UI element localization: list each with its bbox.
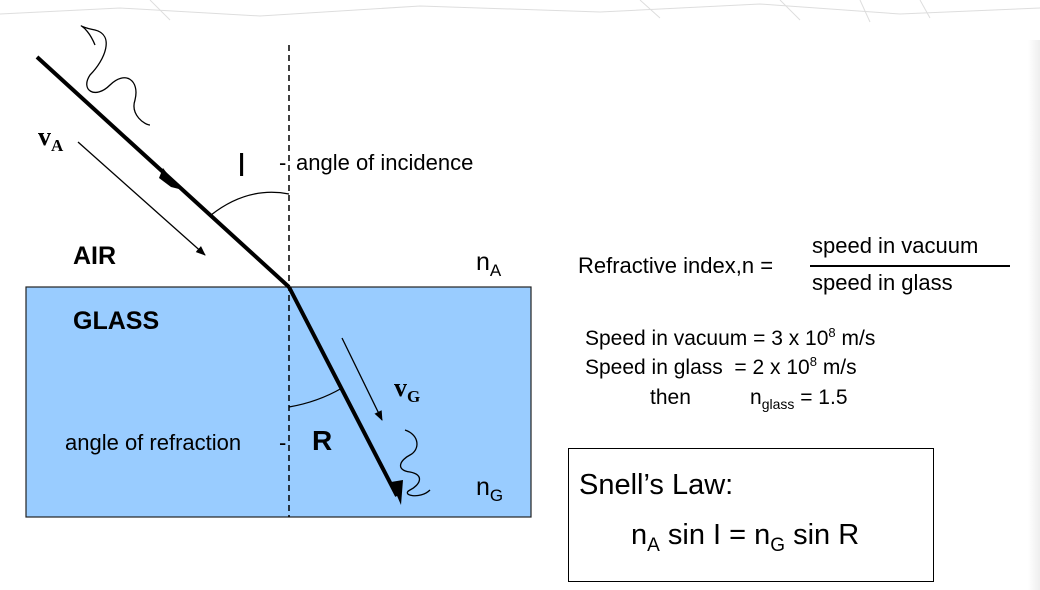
index-air-label: nA: [476, 248, 502, 280]
velocity-glass-arrow: [341, 337, 383, 421]
refracted-ray: [287, 286, 399, 497]
glass-label: GLASS: [73, 307, 160, 335]
index-glass-label: nG: [476, 473, 504, 505]
refraction-dash: -: [279, 430, 287, 455]
incident-wave-squiggle: [80, 25, 151, 126]
snells-law-title: Snell’s Law:: [579, 469, 734, 501]
incidence-angle-label: angle of incidence: [296, 150, 474, 175]
definition-fraction-bar: [810, 265, 1010, 267]
refraction-angle-symbol: R: [312, 425, 333, 456]
glass-block: [25, 286, 532, 518]
refracted-ray-arrow: [391, 480, 403, 505]
snells-law-box: Snell’s Law: nA sin I = nG sin R: [568, 448, 934, 582]
speed-vacuum-line: Speed in vacuum = 3 x 108 m/s: [585, 325, 876, 350]
incident-ray-arrow: [159, 168, 179, 189]
page-edge-shading: [1028, 40, 1040, 590]
incidence-dash: -: [279, 150, 287, 175]
definition-lead: Refractive index,n =: [578, 253, 774, 278]
velocity-air-arrow: [77, 141, 206, 256]
then-label: then: [650, 386, 691, 409]
refracted-wave-squiggle: [399, 429, 431, 497]
incidence-angle-arc: [210, 191, 290, 216]
glass-index-result: nglass = 1.5: [750, 386, 848, 413]
definition-numerator: speed in vacuum: [812, 233, 979, 258]
snells-law-equation: nA sin I = nG sin R: [631, 519, 860, 556]
refraction-angle-arc: [288, 387, 343, 408]
velocity-air-label: vA: [38, 122, 64, 156]
velocity-glass-label: vG: [394, 373, 421, 407]
air-label: AIR: [73, 242, 117, 270]
incidence-angle-symbol: I: [237, 146, 247, 183]
definition-denominator: speed in glass: [812, 270, 953, 295]
refraction-angle-label: angle of refraction: [65, 430, 242, 455]
speed-glass-line: Speed in glass = 2 x 108 m/s: [585, 354, 857, 379]
background-texture: [0, 0, 1040, 23]
